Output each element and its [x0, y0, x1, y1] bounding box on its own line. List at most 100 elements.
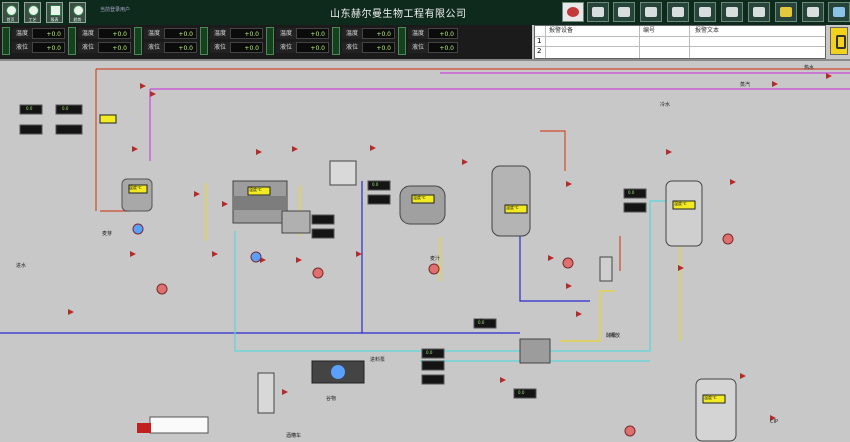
- unit-temp-label: 温度: [12, 28, 32, 39]
- display-readout: 0.0: [628, 190, 635, 195]
- unit-level-label: 液位: [12, 42, 32, 53]
- pump-view-icon[interactable]: [748, 2, 770, 22]
- pump: [428, 263, 440, 275]
- alarm-tab-icon[interactable]: [562, 2, 584, 22]
- alarm-ack-button[interactable]: [830, 27, 848, 55]
- valve: [256, 149, 262, 155]
- header-separator: [0, 59, 850, 61]
- unit-group-3: 温度 +0.0 液位 +0.0: [134, 27, 198, 57]
- display-readout: 0.0: [478, 320, 485, 325]
- grid-view-icon[interactable]: [775, 2, 797, 22]
- unit-indicator: [134, 27, 142, 55]
- unit-level-value: +0.0: [428, 42, 458, 53]
- display-box: [367, 180, 391, 191]
- valve: [296, 257, 302, 263]
- steam-label: 蒸汽: [740, 82, 751, 88]
- cold-water-label: 冷水: [660, 102, 671, 108]
- alarm-col-divider: [689, 26, 690, 58]
- mash-temp-display: [128, 184, 148, 194]
- unit-group-4: 温度 +0.0 液位 +0.0: [200, 27, 264, 57]
- water-in-label: 进水: [16, 263, 27, 269]
- valve: [770, 415, 776, 421]
- alarm-col-divider: [545, 26, 546, 58]
- unit-level-value: +0.0: [362, 42, 395, 53]
- display-box: [421, 360, 445, 371]
- unit-temp-value: +0.0: [32, 28, 65, 39]
- alarm-divider: [535, 36, 825, 37]
- unit-temp-value: +0.0: [230, 28, 263, 39]
- valve: [548, 255, 554, 261]
- unit-level-label: 液位: [210, 42, 230, 53]
- process-icon: [28, 5, 39, 16]
- unit-group-6: 温度 +0.0 液位 +0.0: [332, 27, 396, 57]
- display-box: [623, 202, 647, 213]
- alarm-row-1[interactable]: 1: [537, 37, 542, 45]
- report-nav-button[interactable]: 报表: [46, 2, 63, 23]
- pipe-view-icon[interactable]: [694, 2, 716, 22]
- display-box: [19, 124, 43, 135]
- display-box: [421, 348, 445, 359]
- tank-view-icon[interactable]: [587, 2, 609, 22]
- alarm-table[interactable]: 报警设备 编号 报警文本 1 2: [534, 25, 826, 59]
- unit-temp-value: +0.0: [164, 28, 197, 39]
- fermenter-temp-display: [672, 200, 696, 210]
- valve: [150, 91, 156, 97]
- unit-temp-label: 温度: [276, 28, 296, 39]
- grist-case: [281, 210, 311, 234]
- display-box: [55, 104, 83, 115]
- display-readout: 0.0: [518, 390, 525, 395]
- fermenter-view-icon[interactable]: [640, 2, 662, 22]
- display-box: [513, 388, 537, 399]
- wort-label: 麦汁: [430, 256, 441, 262]
- home-nav-button[interactable]: 首页: [2, 2, 19, 23]
- valve: [212, 251, 218, 257]
- feed-display: [99, 114, 117, 124]
- pump: [722, 233, 734, 245]
- unit-temp-label: 温度: [210, 28, 230, 39]
- settings-view-icon[interactable]: [802, 2, 824, 22]
- unit-group-7: 温度 +0.0 液位 +0.0: [398, 27, 460, 57]
- unit-level-label: 液位: [342, 42, 362, 53]
- unit-indicator: [68, 27, 76, 55]
- pump: [624, 425, 636, 437]
- trend-nav-button[interactable]: 趋势: [69, 2, 86, 23]
- valve: [826, 73, 832, 79]
- unit-temp-label: 温度: [408, 28, 428, 39]
- valve: [282, 389, 288, 395]
- display-box: [473, 318, 497, 329]
- unit-temp-value: +0.0: [296, 28, 329, 39]
- lauter-tank-label: 温度℃: [249, 187, 262, 192]
- truck-label: 酒糟车: [286, 433, 302, 439]
- whirlpool-tank-label: 温度℃: [506, 205, 519, 210]
- unit-level-value: +0.0: [230, 42, 263, 53]
- lauter-tun-bed: [233, 196, 287, 210]
- flow-label: 流量: [474, 319, 485, 325]
- mash-tun-vessel: [121, 178, 153, 212]
- unit-level-label: 液位: [276, 42, 296, 53]
- unit-level-value: +0.0: [164, 42, 197, 53]
- unit-level-label: 液位: [408, 42, 428, 53]
- whirlpool-tank: [491, 165, 531, 237]
- unit-group-5: 温度 +0.0 液位 +0.0: [266, 27, 330, 57]
- display-box: [311, 228, 335, 239]
- valve-view-icon[interactable]: [721, 2, 743, 22]
- display-box: [311, 214, 335, 225]
- kettle-tank-label: 温度℃: [413, 195, 426, 200]
- exit-icon[interactable]: [828, 2, 850, 22]
- valve: [566, 181, 572, 187]
- feed-pump-label: 进料泵: [370, 357, 386, 363]
- valve: [730, 179, 736, 185]
- unit-status-row: 温度 +0.0 液位 +0.0 温度 +0.0 液位 +0.0 温度 +0.0 …: [0, 25, 532, 59]
- process-diagram: [0, 68, 850, 442]
- vessel-view-icon[interactable]: [613, 2, 635, 22]
- valve: [576, 311, 582, 317]
- valve: [370, 145, 376, 151]
- process-nav-button[interactable]: 工艺: [24, 2, 41, 23]
- display-box: [623, 188, 647, 199]
- alarm-row-2[interactable]: 2: [537, 47, 542, 55]
- display-box: [19, 104, 43, 115]
- valve: [356, 251, 362, 257]
- trend-icon: [73, 5, 84, 16]
- unit-group-1: 温度 +0.0 液位 +0.0: [2, 27, 66, 57]
- filter-view-icon[interactable]: [667, 2, 689, 22]
